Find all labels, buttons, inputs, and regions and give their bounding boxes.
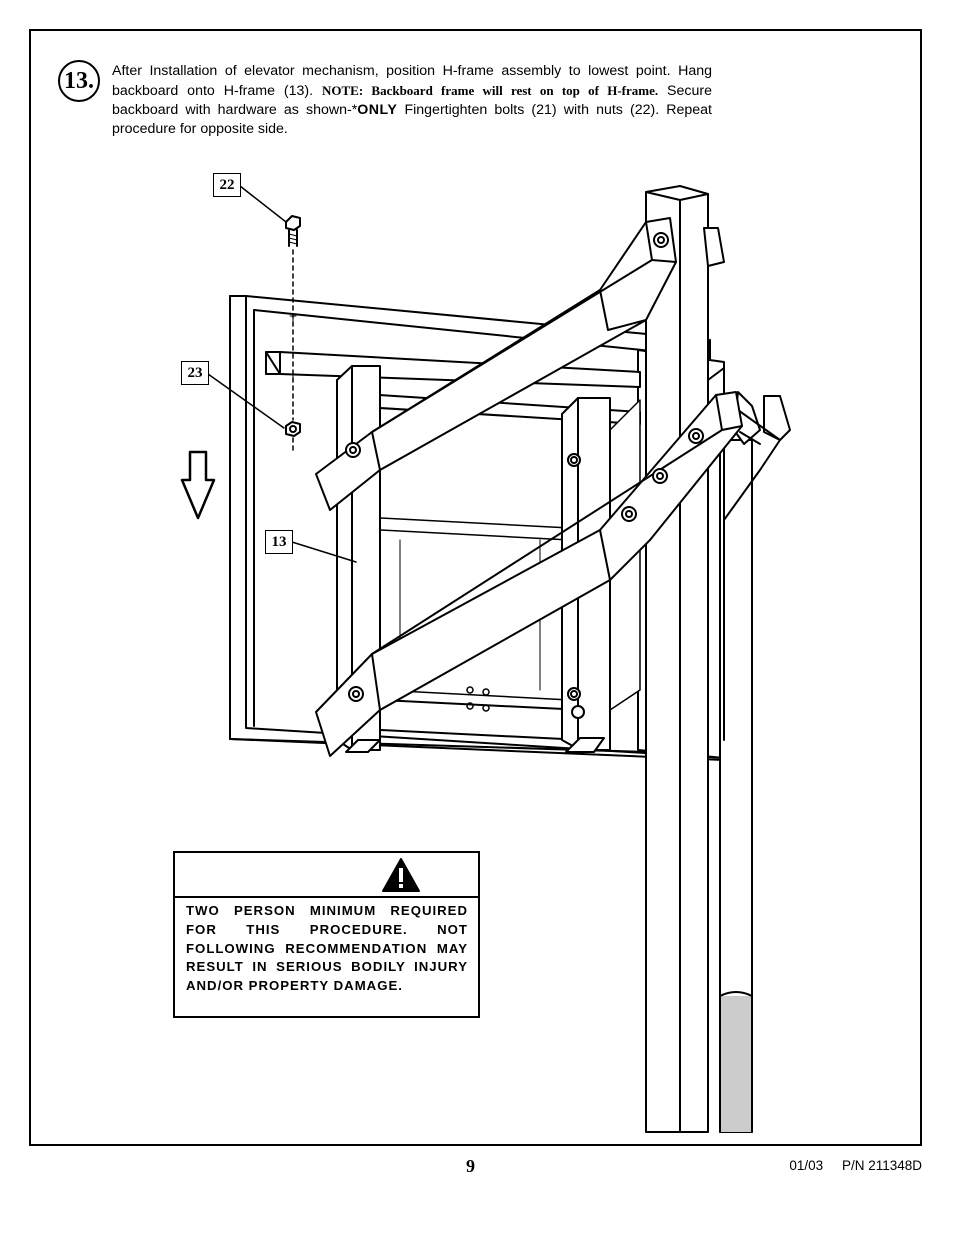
step-number: 13. [64,67,94,94]
top-brace [265,351,641,388]
warning-box: TWO PERSON MINIMUM REQUIRED FOR THIS PRO… [173,851,480,1018]
instruction-text-2: Secure backboard with hardware as shown-… [112,83,712,118]
warning-header [175,853,478,898]
leader-13 [291,541,357,563]
down-arrow-icon [180,450,216,520]
instruction-text-3: Fingertighten bolts (21) with nuts (22).… [112,102,712,137]
bracket-holes [466,686,490,712]
leader-23 [207,373,285,429]
page-border [29,29,922,1146]
page-number: 9 [466,1156,475,1176]
callout-13-label: 13 [271,533,287,550]
step-number-badge: 13. [58,60,100,102]
instruction-text-1: After Installation of elevator mechanism… [112,63,712,99]
warning-triangle-icon [382,858,420,892]
warning-text: TWO PERSON MINIMUM REQUIRED FOR THIS PRO… [186,903,468,994]
footer-code: 01/03 P/N 211348D [789,1158,922,1173]
bolt-22 [285,215,301,421]
step-instructions: After Installation of elevator mechanism… [112,62,712,139]
callout-23: 23 [181,361,209,385]
callout-13: 13 [265,530,293,554]
callout-22-label: 22 [219,176,235,193]
callout-23-label: 23 [187,364,203,381]
upper-diagonal-arm [315,217,677,511]
leader-22 [239,185,287,223]
instruction-only: ONLY [357,102,398,118]
instruction-note: NOTE: Backboard frame will rest on top o… [322,83,659,98]
lower-diagonal-arm [315,391,743,757]
nut-23 [285,421,301,453]
callout-22: 22 [213,173,241,197]
